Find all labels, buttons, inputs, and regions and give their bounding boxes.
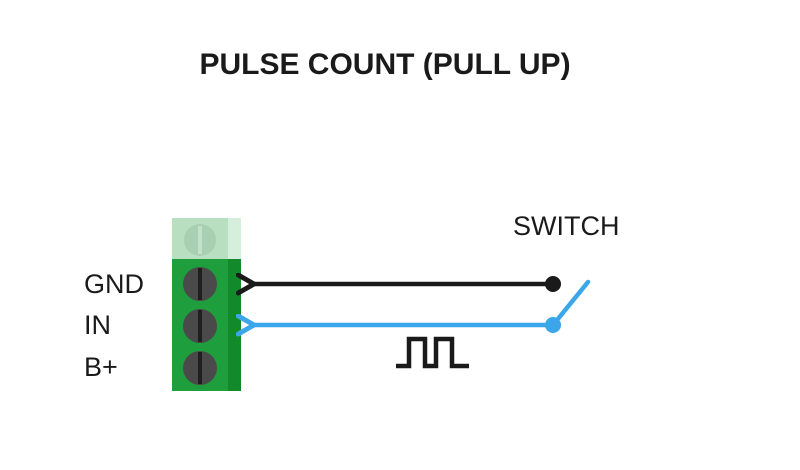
terminal-block-edge: [228, 259, 241, 391]
screw-bplus-icon: [183, 351, 217, 385]
screw-in-icon: [183, 309, 217, 343]
diagram-title: PULSE COUNT (PULL UP): [199, 48, 570, 81]
switch-label: SWITCH: [513, 211, 619, 241]
screw-gnd-icon: [183, 267, 217, 301]
terminal-label-in: IN: [84, 310, 111, 340]
terminal-block: [172, 218, 241, 391]
terminal-label-gnd: GND: [84, 269, 144, 299]
pulse-wave-icon: [396, 336, 469, 369]
switch-gnd-contact-icon: [545, 276, 561, 292]
terminal-label-bplus: B+: [84, 352, 118, 382]
terminal-block-faded-edge: [228, 218, 241, 259]
switch-icon: [550, 279, 591, 328]
